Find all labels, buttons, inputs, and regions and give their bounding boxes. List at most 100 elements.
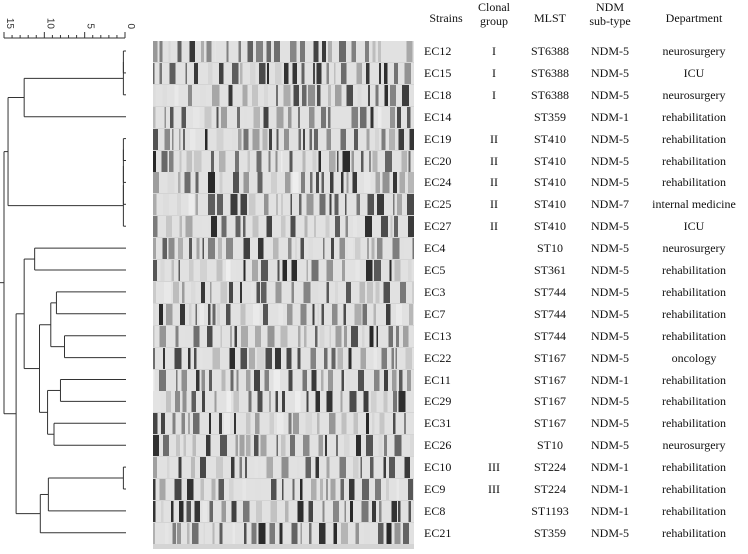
row-ndm: NDM-5 bbox=[591, 87, 629, 102]
row-department: rehabilitation bbox=[662, 460, 726, 475]
row-department: rehabilitation bbox=[662, 394, 726, 409]
row-mlst: ST744 bbox=[533, 328, 566, 343]
row-strain: EC19 bbox=[424, 131, 452, 146]
row-mlst: ST167 bbox=[533, 372, 566, 387]
row-strain: EC27 bbox=[424, 219, 452, 234]
row-strain: EC31 bbox=[424, 416, 452, 431]
row-mlst: ST224 bbox=[533, 482, 566, 496]
header-ndm-line1: NDM bbox=[595, 0, 624, 14]
row-mlst: ST10 bbox=[536, 438, 563, 453]
row-strain: EC24 bbox=[424, 175, 452, 190]
row-strain: EC13 bbox=[424, 328, 452, 343]
row-department: rehabilitation bbox=[662, 284, 726, 299]
row-ndm: NDM-5 bbox=[591, 394, 629, 409]
row-department: rehabilitation bbox=[662, 503, 726, 518]
row-strain: EC25 bbox=[424, 197, 452, 212]
row-strain: EC10 bbox=[424, 460, 452, 475]
header-clonal-line1: Clonal bbox=[478, 0, 510, 14]
gel-lane bbox=[153, 303, 414, 325]
row-ndm: NDM-5 bbox=[591, 65, 629, 80]
row-strain: EC4 bbox=[424, 241, 446, 256]
header-department: Department bbox=[665, 11, 723, 25]
gel-lane bbox=[153, 260, 414, 281]
row-department: neurosurgery bbox=[662, 438, 726, 453]
row-department: rehabilitation bbox=[662, 525, 726, 540]
row-mlst: ST410 bbox=[533, 153, 566, 168]
row-clonal: I bbox=[492, 87, 496, 102]
gel-lane bbox=[153, 84, 414, 106]
row-department: rehabilitation bbox=[662, 306, 726, 321]
row-strain: EC11 bbox=[424, 372, 451, 387]
row-department: rehabilitation bbox=[662, 372, 726, 387]
gel-lane bbox=[153, 479, 414, 500]
row-mlst: ST359 bbox=[533, 109, 566, 124]
row-department: oncology bbox=[671, 350, 717, 365]
row-department: internal medicine bbox=[652, 197, 736, 212]
header-strains: Strains bbox=[429, 11, 463, 25]
gel-lane bbox=[153, 457, 414, 479]
row-department: rehabilitation bbox=[662, 263, 726, 277]
gel-lane bbox=[153, 216, 414, 238]
row-ndm: NDM-5 bbox=[591, 263, 629, 277]
row-department: rehabilitation bbox=[662, 328, 726, 343]
row-department: ICU bbox=[683, 65, 705, 80]
gel-lane bbox=[153, 369, 414, 391]
header-clonal-group: Clonal group bbox=[474, 0, 514, 28]
scale-label: 15 bbox=[4, 18, 15, 30]
gel-lane bbox=[153, 41, 414, 62]
row-department: neurosurgery bbox=[662, 44, 726, 58]
gel-lane bbox=[153, 238, 414, 260]
row-ndm: NDM-5 bbox=[591, 438, 629, 453]
row-ndm: NDM-5 bbox=[591, 131, 629, 146]
row-mlst: ST410 bbox=[533, 175, 566, 190]
row-strain: EC26 bbox=[424, 438, 452, 453]
gel-lane bbox=[153, 325, 414, 347]
row-ndm: NDM-1 bbox=[591, 482, 629, 496]
row-department: rehabilitation bbox=[662, 109, 726, 124]
row-mlst: ST744 bbox=[533, 284, 566, 299]
row-strain: EC29 bbox=[424, 394, 452, 409]
row-ndm: NDM-5 bbox=[591, 416, 629, 431]
row-strain: EC18 bbox=[424, 87, 452, 102]
row-mlst: ST359 bbox=[533, 525, 566, 540]
row-clonal: II bbox=[490, 197, 498, 212]
row-department: rehabilitation bbox=[662, 175, 726, 190]
scale-label: 5 bbox=[85, 23, 96, 29]
row-strain: EC14 bbox=[424, 109, 452, 124]
gel-lane bbox=[153, 281, 414, 303]
row-clonal: III bbox=[488, 482, 500, 496]
row-mlst: ST1193 bbox=[531, 503, 569, 518]
row-strain: EC12 bbox=[424, 44, 452, 58]
row-ndm: NDM-5 bbox=[591, 175, 629, 190]
row-mlst: ST6388 bbox=[530, 44, 569, 58]
row-ndm: NDM-5 bbox=[591, 284, 629, 299]
header-ndm-line2: sub-type bbox=[589, 14, 631, 28]
row-department: neurosurgery bbox=[662, 87, 726, 102]
row-ndm: NDM-1 bbox=[591, 109, 629, 124]
header-mlst: MLST bbox=[533, 11, 566, 25]
row-mlst: ST224 bbox=[533, 460, 566, 475]
row-strain: EC7 bbox=[424, 306, 446, 321]
row-mlst: ST6388 bbox=[530, 65, 569, 80]
gel-lane bbox=[153, 435, 414, 457]
row-strain: EC21 bbox=[424, 525, 452, 540]
row-clonal: I bbox=[492, 44, 496, 58]
row-department: ICU bbox=[683, 219, 705, 234]
row-mlst: ST361 bbox=[533, 263, 566, 277]
pfge-gel-image bbox=[153, 41, 414, 549]
dendrogram: 15 10 5 0 bbox=[0, 18, 136, 534]
scale-label: 10 bbox=[44, 18, 55, 30]
gel-lane bbox=[153, 500, 414, 522]
row-ndm: NDM-5 bbox=[591, 219, 629, 234]
row-strain: EC15 bbox=[424, 65, 452, 80]
gel-lane bbox=[153, 391, 414, 413]
row-ndm: NDM-1 bbox=[591, 372, 629, 387]
row-ndm: NDM-5 bbox=[591, 44, 629, 58]
row-ndm: NDM-5 bbox=[591, 525, 629, 540]
row-mlst: ST744 bbox=[533, 306, 566, 321]
row-mlst: ST167 bbox=[533, 394, 566, 409]
header-clonal-line2: group bbox=[480, 14, 508, 28]
gel-lane bbox=[153, 522, 414, 544]
row-department: rehabilitation bbox=[662, 131, 726, 146]
scale-label: 0 bbox=[125, 23, 136, 29]
